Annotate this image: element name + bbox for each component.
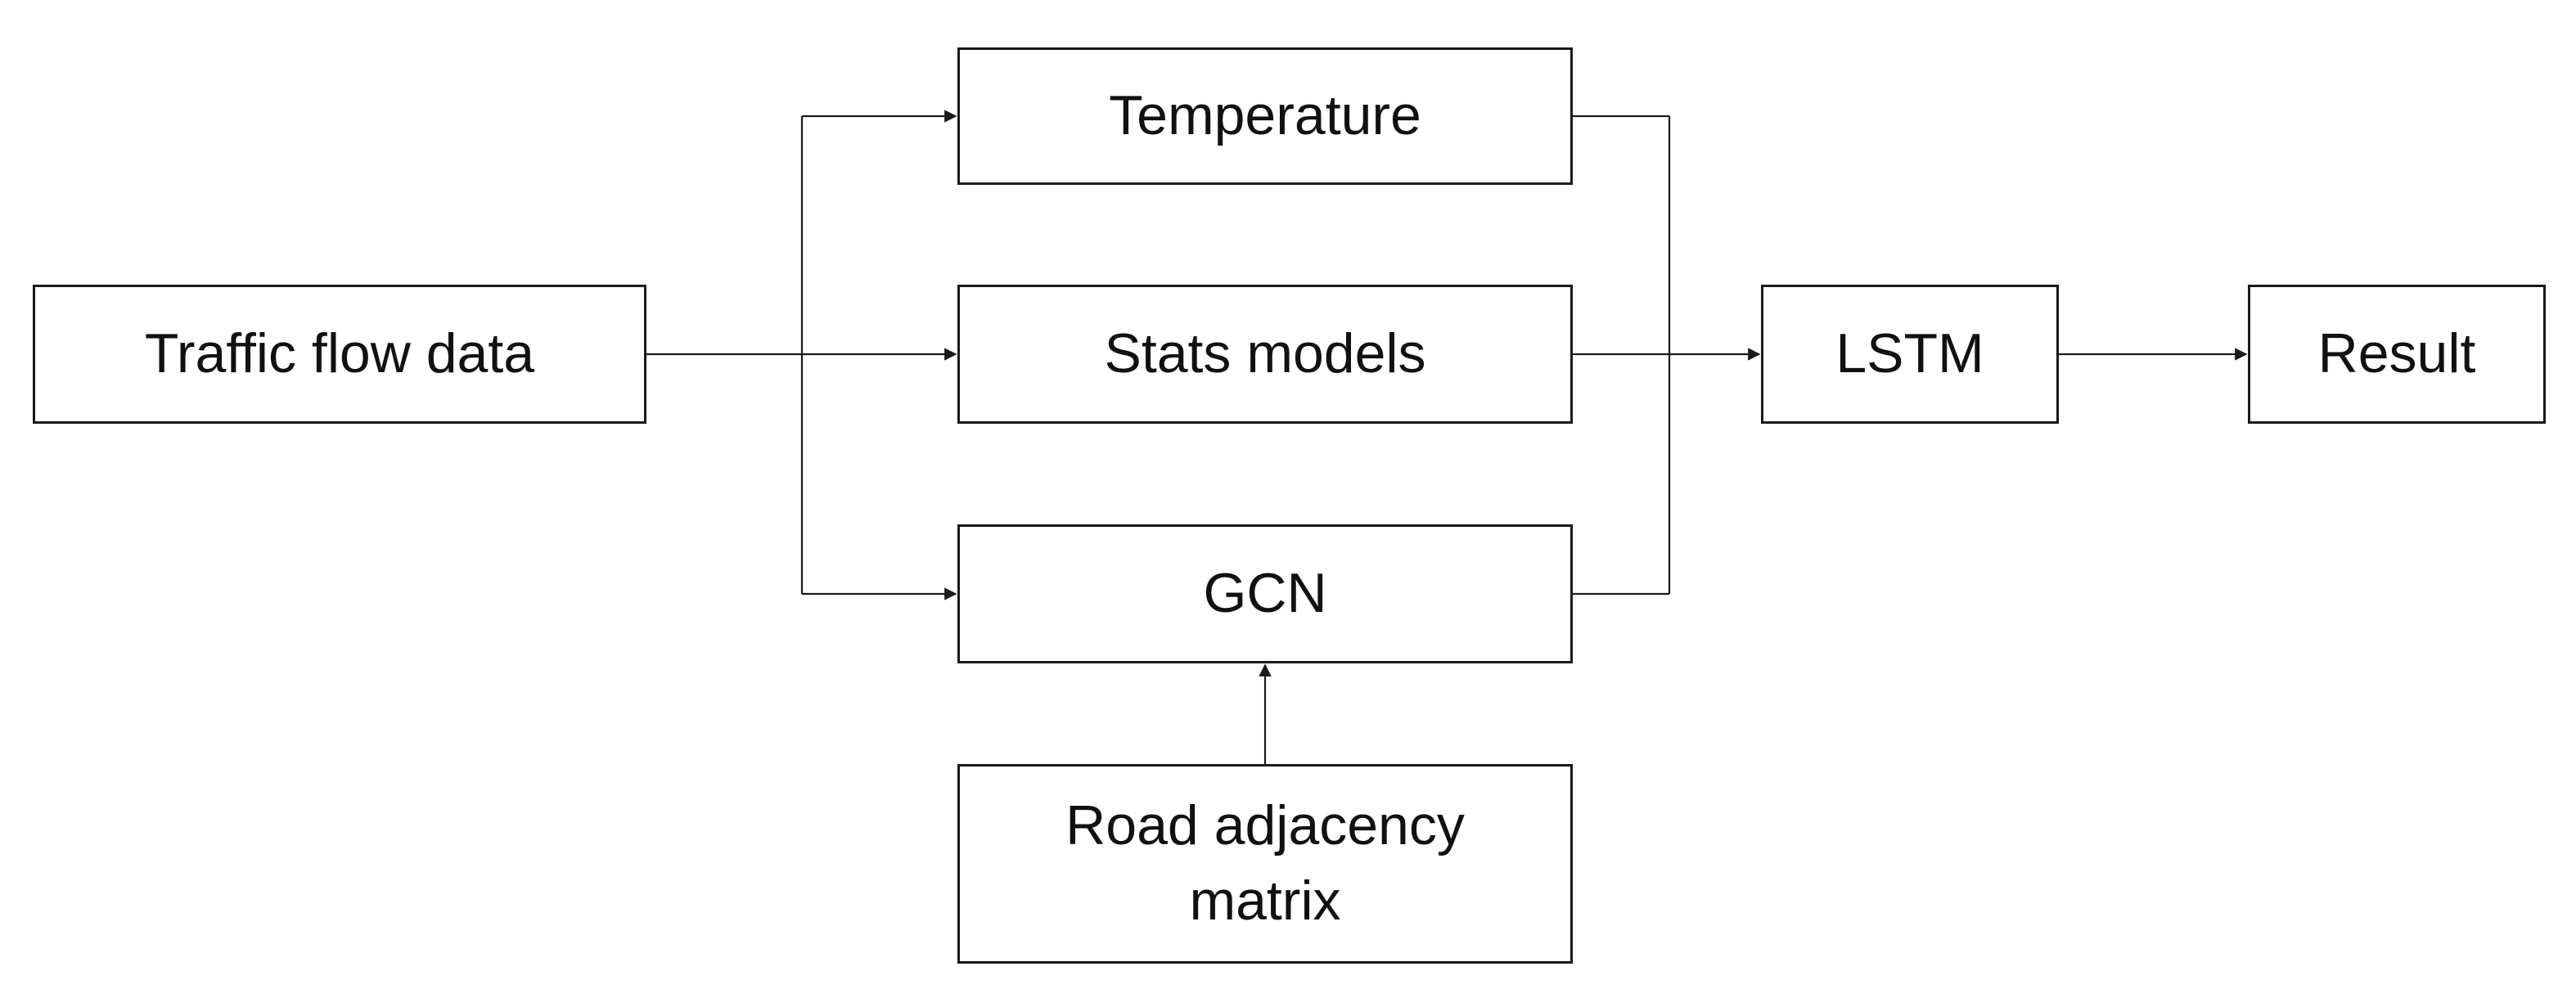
lstm-box: LSTM [1761,285,2059,424]
lstm-label: LSTM [1835,322,1984,385]
result-label: Result [2317,322,2476,385]
stats-models-box: Stats models [957,285,1573,424]
gcn-label: GCN [1203,562,1327,625]
traffic-flow-data-label: Traffic flow data [144,322,535,385]
temperature-box: Temperature [957,47,1573,185]
road-adjacency-matrix-label: Road adjacency matrix [1065,794,1465,932]
temperature-label: Temperature [1109,84,1421,147]
road-adjacency-matrix-box: Road adjacency matrix [957,764,1573,964]
traffic-flow-data-box: Traffic flow data [33,285,646,424]
stats-models-label: Stats models [1104,322,1426,385]
gcn-box: GCN [957,524,1573,663]
result-box: Result [2248,285,2546,424]
